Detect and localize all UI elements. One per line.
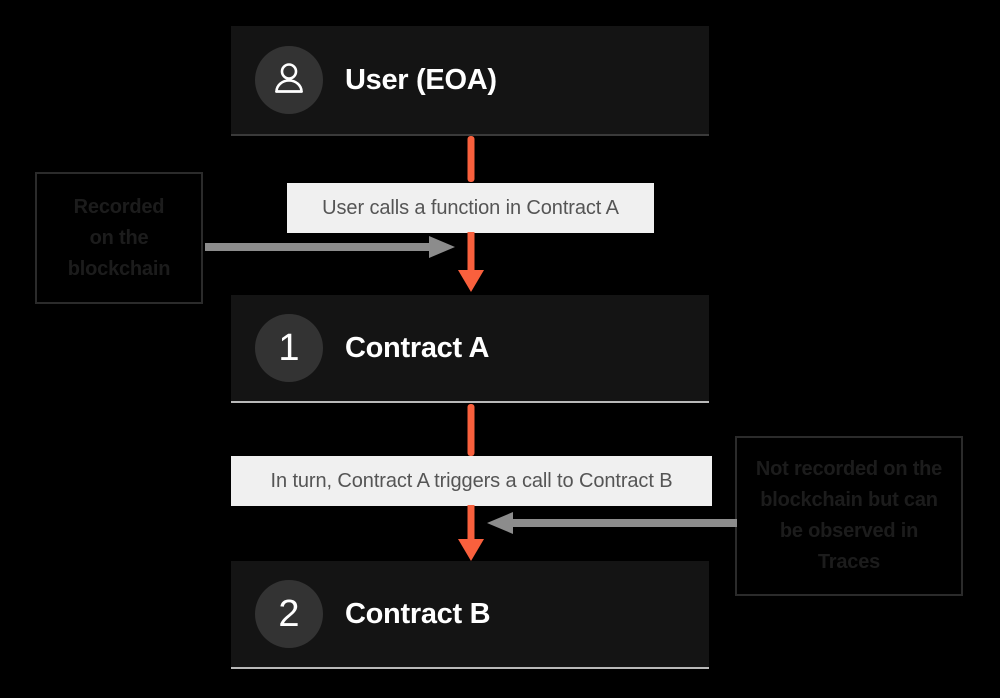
arrow-note-recorded-to-flow [205,232,457,262]
contract-a-badge-number: 1 [278,327,300,369]
user-person-icon [269,58,309,103]
node-contract-a[interactable]: 1 Contract A [231,295,709,403]
caption-user-to-contract-a: User calls a function in Contract A [287,183,654,233]
caption-user-to-contract-a-text: User calls a function in Contract A [322,196,619,219]
caption-contract-a-to-contract-b: In turn, Contract A triggers a call to C… [231,456,712,506]
contract-b-badge-number: 2 [278,593,300,635]
contract-b-number-badge: 2 [255,580,323,648]
arrow-caption-to-contract-b [452,505,490,565]
contract-a-number-badge: 1 [255,314,323,382]
user-avatar [255,46,323,114]
arrow-note-not-recorded-to-flow [487,508,737,538]
node-contract-a-label: Contract A [345,331,490,364]
caption-contract-a-to-contract-b-text: In turn, Contract A triggers a call to C… [270,469,673,492]
arrow-contract-a-to-caption [464,404,478,458]
node-contract-b-label: Contract B [345,597,491,630]
node-contract-b[interactable]: 2 Contract B [231,561,709,669]
node-user-label: User (EOA) [345,63,497,96]
arrow-user-to-caption [464,136,478,184]
arrow-caption-to-contract-a [452,232,490,296]
node-user[interactable]: User (EOA) [231,26,709,136]
